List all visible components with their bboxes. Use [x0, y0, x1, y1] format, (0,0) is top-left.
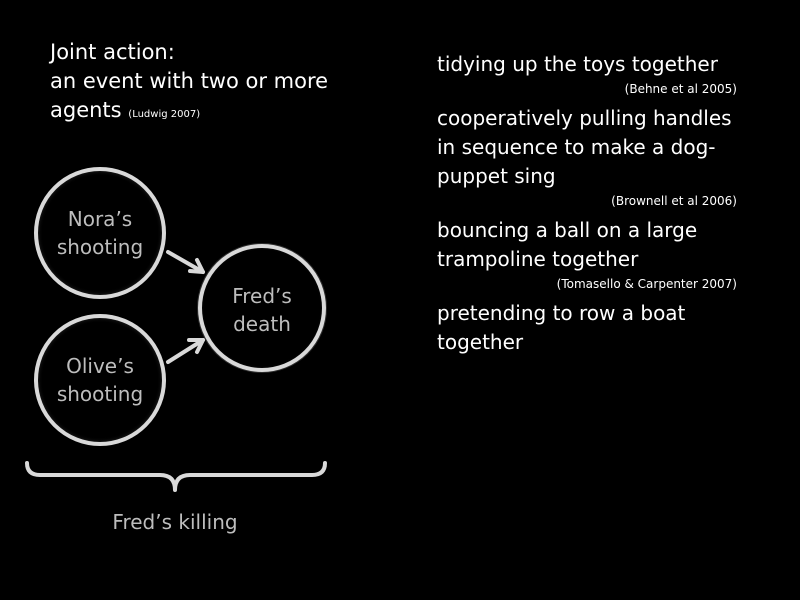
olive-label-line-2: shooting — [56, 382, 144, 406]
example-text: bouncing a ball on a large trampoline to… — [437, 218, 698, 271]
nora-circle — [34, 167, 166, 299]
nora-label-line-2: shooting — [56, 235, 144, 259]
examples-list: tidying up the toys together (Behne et a… — [437, 50, 737, 357]
nora-label-line-1: Nora’s — [67, 207, 133, 231]
fred-label-line-1: Fred’s — [232, 284, 292, 308]
example-citation: (Tomasello & Carpenter 2007) — [556, 277, 737, 291]
title-line-1: Joint action: — [50, 40, 175, 64]
example-text: cooperatively pulling handles in sequenc… — [437, 106, 732, 188]
nora-shooting-label: Nora’s shooting — [35, 205, 165, 261]
example-citation: (Behne et al 2005) — [624, 82, 737, 96]
slide-title: Joint action: an event with two or more … — [50, 38, 328, 129]
fred-circle — [197, 243, 327, 373]
olive-label-line-1: Olive’s — [66, 354, 134, 378]
example-item: cooperatively pulling handles in sequenc… — [437, 104, 737, 211]
fred-death-label: Fred’s death — [197, 282, 327, 338]
example-citation: (Brownell et al 2006) — [611, 194, 737, 208]
title-citation: (Ludwig 2007) — [128, 109, 201, 120]
title-agents: agents — [50, 98, 122, 122]
olive-shooting-label: Olive’s shooting — [35, 352, 165, 408]
example-item: tidying up the toys together (Behne et a… — [437, 50, 737, 99]
example-text: tidying up the toys together — [437, 52, 718, 76]
arrow-olive-to-fred — [166, 338, 205, 364]
olive-circle — [34, 314, 166, 446]
fred-label-line-2: death — [233, 312, 291, 336]
title-line-3: agents (Ludwig 2007) — [50, 96, 328, 129]
title-line-2: an event with two or more — [50, 69, 329, 93]
example-item: pretending to row a boat together — [437, 299, 737, 357]
example-item: bouncing a ball on a large trampoline to… — [437, 216, 737, 294]
brace-label: Fred’s killing — [112, 510, 238, 534]
example-text: pretending to row a boat together — [437, 301, 686, 354]
arrow-nora-to-fred — [166, 250, 205, 274]
curly-brace — [25, 461, 327, 492]
